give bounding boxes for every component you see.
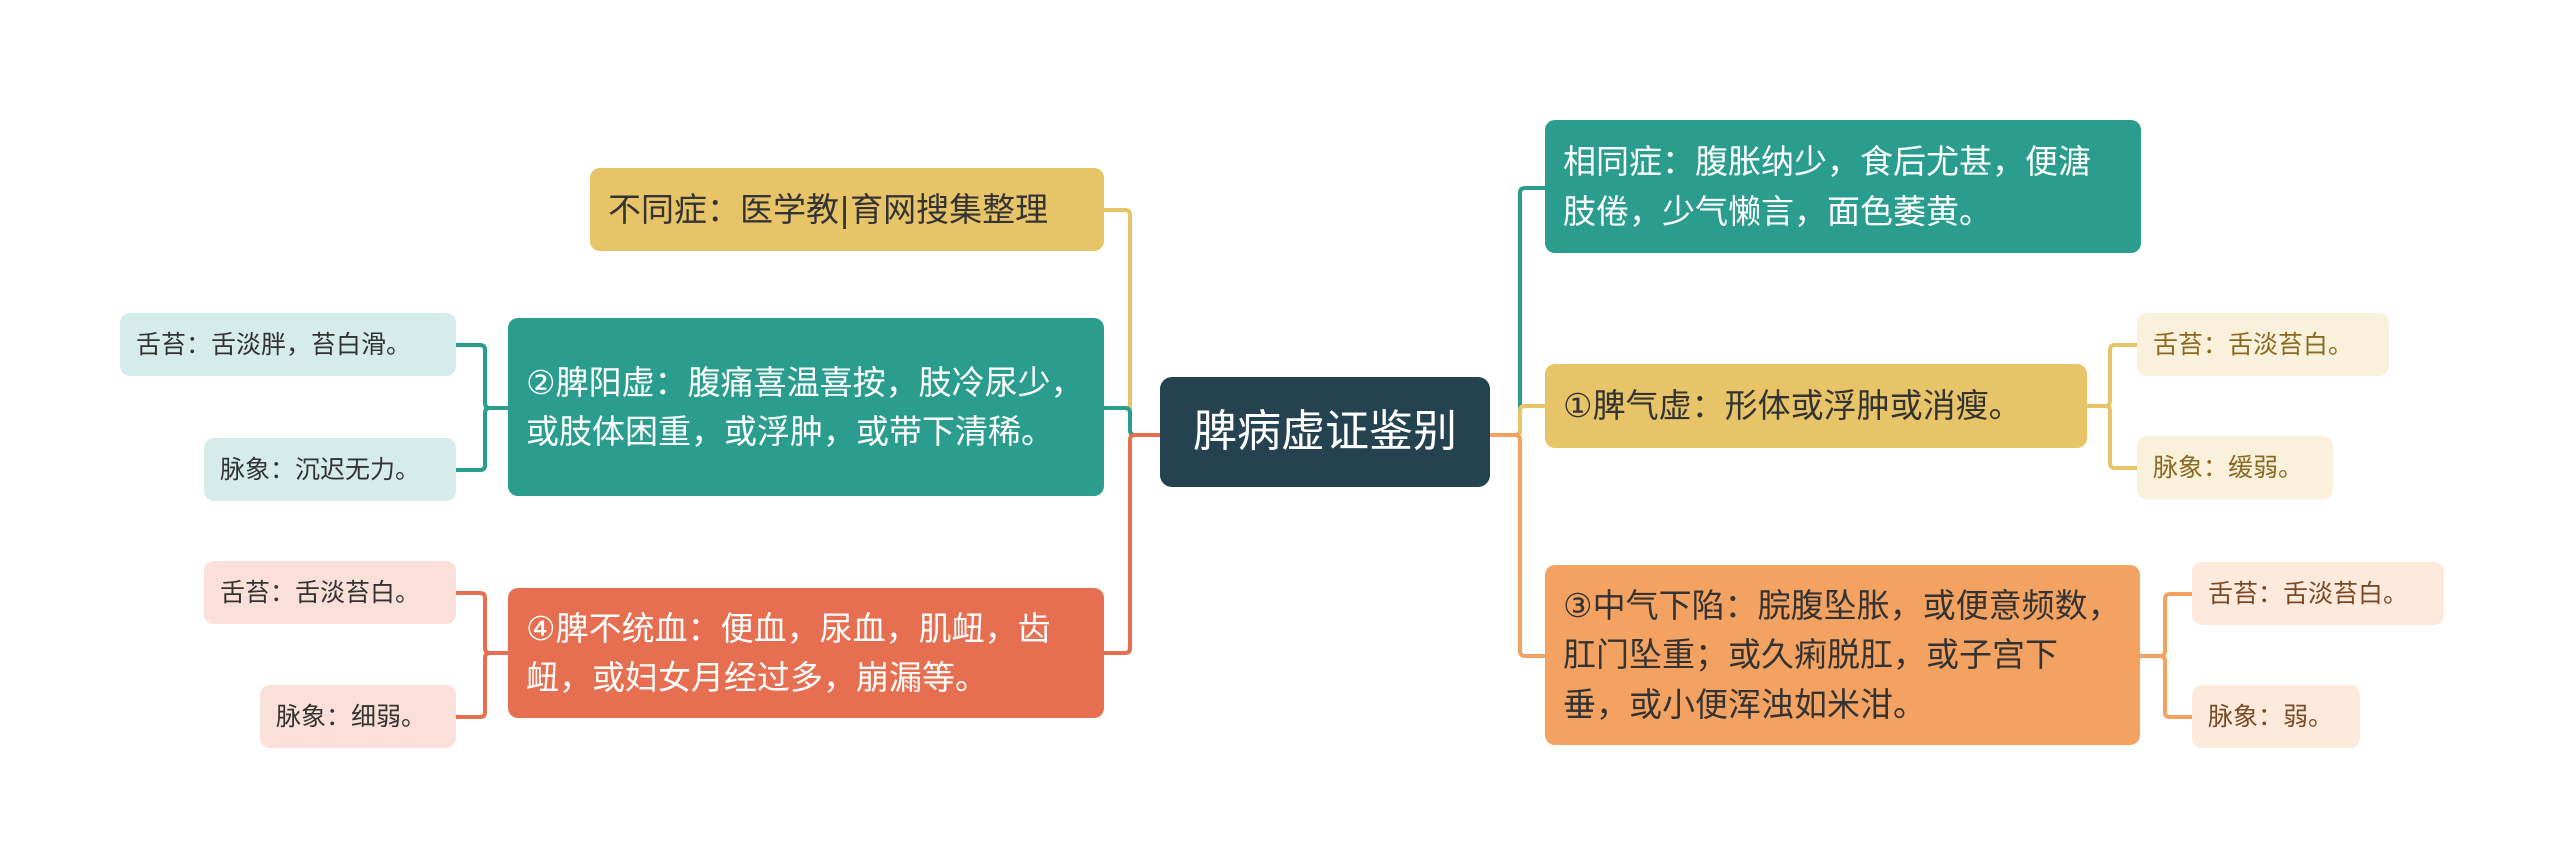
branch-label: ③中气下陷：脘腹坠胀，或便意频数，肛门坠重；或久痢脱肛，或子宫下垂，或小便浑浊如… [1563, 585, 2121, 724]
link-blood-pulse [454, 651, 510, 719]
link-sinking-tongue [2138, 592, 2194, 658]
link-root-sinking [1488, 433, 1547, 658]
link-yang-pulse [454, 406, 510, 472]
leaf-label: 舌苔：舌淡苔白。 [220, 577, 421, 607]
branch-spleen-yang-deficiency[interactable]: ②脾阳虚：腹痛喜温喜按，肢冷尿少，或肢体困重，或浮肿，或带下清稀。 [508, 318, 1104, 496]
leaf-blood-pulse[interactable]: 脉象：细弱。 [260, 685, 456, 748]
branch-spleen-qi-deficiency[interactable]: ①脾气虚：形体或浮肿或消瘦。 [1545, 364, 2087, 448]
link-qi-tongue [2085, 343, 2139, 408]
leaf-label: 脉象：沉迟无力。 [220, 454, 421, 484]
branch-middle-qi-sinking[interactable]: ③中气下陷：脘腹坠胀，或便意频数，肛门坠重；或久痢脱肛，或子宫下垂，或小便浑浊如… [1545, 565, 2140, 745]
leaf-label: 脉象：弱。 [2208, 701, 2334, 731]
leaf-sinking-pulse[interactable]: 脉象：弱。 [2192, 685, 2360, 748]
link-root-different [1102, 208, 1162, 437]
branch-label: ①脾气虚：形体或浮肿或消瘦。 [1563, 386, 2022, 426]
leaf-yang-pulse[interactable]: 脉象：沉迟无力。 [204, 438, 456, 501]
leaf-sinking-tongue[interactable]: 舌苔：舌淡苔白。 [2192, 562, 2444, 625]
leaf-label: 脉象：缓弱。 [2153, 452, 2304, 482]
branch-same-symptoms[interactable]: 相同症：腹胀纳少，食后尤甚，便溏肢倦，少气懒言，面色萎黄。 [1545, 120, 2141, 253]
leaf-label: 脉象：细弱。 [276, 701, 427, 731]
leaf-qi-tongue[interactable]: 舌苔：舌淡苔白。 [2137, 313, 2389, 376]
link-blood-tongue [454, 591, 510, 655]
leaf-qi-pulse[interactable]: 脉象：缓弱。 [2137, 436, 2333, 499]
branch-label: 相同症：腹胀纳少，食后尤甚，便溏肢倦，少气懒言，面色萎黄。 [1563, 142, 2091, 231]
link-sinking-pulse [2138, 654, 2194, 719]
leaf-label: 舌苔：舌淡苔白。 [2153, 329, 2354, 359]
branch-spleen-blood-control[interactable]: ④脾不统血：便血，尿血，肌衄，齿衄，或妇女月经过多，崩漏等。 [508, 588, 1104, 718]
leaf-yang-tongue[interactable]: 舌苔：舌淡胖，苔白滑。 [120, 313, 456, 376]
link-root-same [1488, 186, 1547, 437]
link-root-qi [1488, 404, 1547, 437]
root-topic[interactable]: 脾病虚证鉴别 [1160, 377, 1490, 487]
link-root-blood [1102, 433, 1162, 655]
branch-label: 不同症：医学教|育网搜集整理 [608, 189, 1049, 229]
branch-different-symptoms[interactable]: 不同症：医学教|育网搜集整理 [590, 168, 1104, 251]
branch-label: ②脾阳虚：腹痛喜温喜按，肢冷尿少，或肢体困重，或浮肿，或带下清稀。 [526, 362, 1084, 452]
leaf-label: 舌苔：舌淡胖，苔白滑。 [136, 329, 412, 359]
root-topic-label: 脾病虚证鉴别 [1193, 406, 1457, 457]
branch-label: ④脾不统血：便血，尿血，肌衄，齿衄，或妇女月经过多，崩漏等。 [526, 608, 1051, 698]
leaf-blood-tongue[interactable]: 舌苔：舌淡苔白。 [204, 561, 456, 624]
leaf-label: 舌苔：舌淡苔白。 [2208, 578, 2409, 608]
link-yang-tongue [454, 343, 510, 410]
link-qi-pulse [2085, 404, 2139, 470]
